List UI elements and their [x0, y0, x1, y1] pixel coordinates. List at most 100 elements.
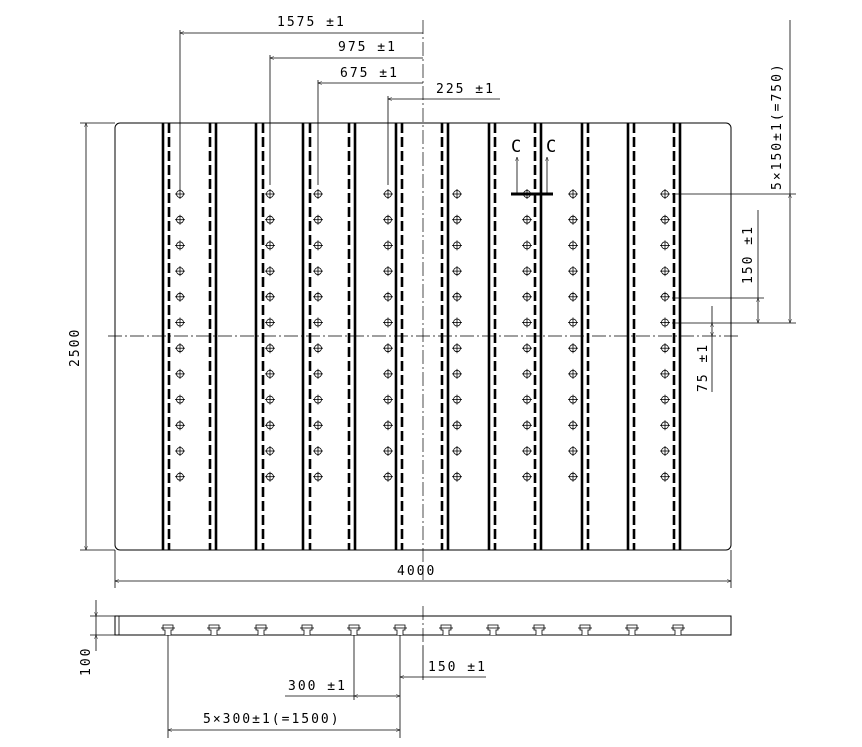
- dim-75: 75 ±1: [696, 343, 711, 392]
- hole-marker: [175, 420, 185, 431]
- hole-marker: [313, 291, 323, 302]
- hole-marker: [383, 394, 393, 405]
- hole-marker: [175, 266, 185, 277]
- dim-5x150: 5×150±1(=750): [770, 62, 785, 190]
- hole-marker: [452, 446, 462, 456]
- hole-marker: [522, 214, 532, 225]
- slot-group: [161, 624, 685, 635]
- section-mark: C C: [511, 137, 558, 196]
- section-slot: [347, 624, 361, 635]
- hole-marker: [452, 368, 462, 379]
- section-slot: [625, 624, 639, 635]
- hole-marker: [383, 317, 393, 328]
- hole-marker: [660, 214, 670, 225]
- right-dimensions: 5×150±1(=750) 150 ±1 75 ±1: [672, 20, 796, 392]
- hole-marker: [522, 291, 532, 302]
- hole-marker: [452, 266, 462, 277]
- hole-marker: [568, 368, 578, 379]
- hole-marker: [383, 266, 393, 277]
- hole-marker: [313, 446, 323, 456]
- hole-marker: [660, 240, 670, 251]
- hole-marker: [175, 291, 185, 302]
- hole-marker: [383, 240, 393, 251]
- hole-marker: [265, 471, 275, 482]
- hole-marker: [313, 214, 323, 225]
- hole-marker: [522, 420, 532, 431]
- section-slot: [254, 624, 268, 635]
- hole-marker: [568, 291, 578, 302]
- dim-150: 150 ±1: [741, 225, 756, 284]
- rail-pair: [347, 123, 357, 550]
- hole-marker: [452, 189, 462, 199]
- dim-100: 100: [79, 647, 94, 676]
- hole-marker: [452, 471, 462, 482]
- hole-marker: [383, 368, 393, 379]
- hole-marker: [660, 420, 670, 431]
- hole-marker: [313, 266, 323, 277]
- hole-marker: [522, 317, 532, 328]
- hole-marker: [522, 471, 532, 482]
- width-dimension: 4000: [114, 550, 732, 588]
- hole-marker: [522, 240, 532, 251]
- hole-marker: [568, 394, 578, 405]
- section-dim-5x300: 5×300±1(=1500): [203, 712, 341, 727]
- hole-marker: [313, 189, 323, 199]
- section-slot: [300, 624, 314, 635]
- hole-marker: [660, 471, 670, 482]
- section-view: 100 150 ±1 300 ±1 5×300±1(=1500): [79, 600, 732, 738]
- rail-pair: [533, 123, 543, 550]
- hole-marker: [568, 189, 578, 199]
- section-dim-150: 150 ±1: [428, 660, 487, 675]
- hole-marker: [568, 266, 578, 277]
- hole-marker: [660, 446, 670, 456]
- rail-pair: [580, 123, 590, 550]
- hole-marker: [265, 394, 275, 405]
- plan-view: 1575 ±1 975 ±1 675 ±1 225 ±1 C C 2500: [68, 15, 796, 588]
- rail-pair: [394, 123, 404, 550]
- section-slot: [578, 624, 592, 635]
- hole-marker: [175, 214, 185, 225]
- hole-marker: [265, 240, 275, 251]
- hole-marker: [313, 343, 323, 354]
- rail-pair: [254, 123, 265, 550]
- section-label-right: C: [546, 137, 558, 157]
- rail-pair: [301, 123, 312, 550]
- hole-marker: [265, 343, 275, 354]
- hole-marker: [265, 189, 275, 199]
- section-dim-300: 300 ±1: [288, 679, 347, 694]
- height-dimension: 2500: [68, 122, 115, 551]
- hole-marker: [452, 214, 462, 225]
- hole-marker: [452, 317, 462, 328]
- hole-marker: [568, 240, 578, 251]
- hole-marker: [175, 471, 185, 482]
- hole-marker: [660, 394, 670, 405]
- hole-marker: [265, 214, 275, 225]
- hole-marker: [452, 291, 462, 302]
- hole-marker: [383, 214, 393, 225]
- hole-marker: [452, 420, 462, 431]
- hole-marker: [175, 317, 185, 328]
- hole-marker: [313, 240, 323, 251]
- hole-marker: [175, 189, 185, 199]
- hole-marker: [568, 446, 578, 456]
- hole-marker: [383, 343, 393, 354]
- section-slot: [393, 624, 407, 635]
- dim-225: 225 ±1: [436, 82, 495, 97]
- hole-marker: [313, 368, 323, 379]
- hole-marker: [522, 266, 532, 277]
- hole-marker: [660, 343, 670, 354]
- hole-marker: [452, 240, 462, 251]
- hole-marker: [522, 394, 532, 405]
- hole-marker: [568, 471, 578, 482]
- hole-marker: [660, 317, 670, 328]
- dim-675: 675 ±1: [340, 66, 399, 81]
- hole-marker: [175, 446, 185, 456]
- dim-4000: 4000: [397, 564, 436, 579]
- hole-marker: [660, 266, 670, 277]
- dim-975: 975 ±1: [338, 40, 397, 55]
- hole-marker: [175, 394, 185, 405]
- hole-marker: [383, 420, 393, 431]
- hole-marker: [383, 291, 393, 302]
- section-slot: [532, 624, 546, 635]
